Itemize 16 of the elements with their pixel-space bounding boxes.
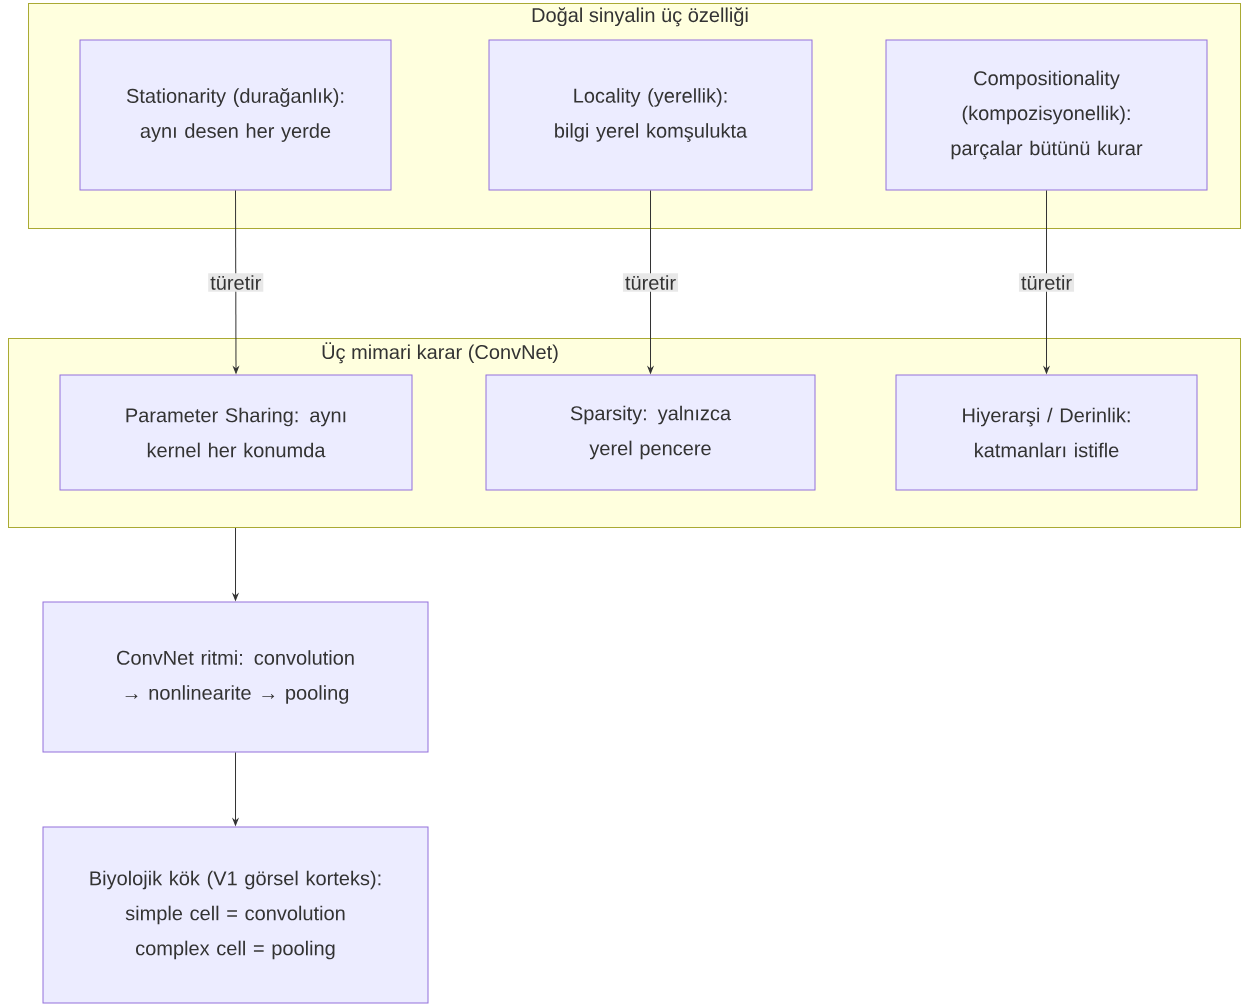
process-box: Parameter Sharing: aynı kernel her konumda [59, 374, 413, 491]
arrow [233, 190, 239, 374]
process-box: Stationarity (durağanlık): aynı desen her yerde [79, 39, 392, 191]
arrow [232, 527, 239, 601]
process-box: Compositionality (kompozisyonellik): parçalar bütünü kurar [885, 39, 1208, 191]
process-box: Sparsity: yalnızca yerel pencere [485, 374, 816, 491]
process-box: ConvNet ritmi: convolution → nonlinearite → pooling [42, 601, 429, 753]
edge-label: türetir [1018, 273, 1075, 292]
edge-label: türetir [208, 273, 264, 292]
arrow [647, 190, 654, 374]
process-box: Locality (yerellik): bilgi yerel komşulukta [488, 39, 813, 191]
arrow [232, 752, 239, 826]
process-box: Biyolojik kök (V1 görsel korteks): simple cell = convolution complex cell = pooling [42, 826, 429, 1004]
process-box: Hiyerarşi / Derinlik: katmanları istifle [895, 374, 1198, 491]
edge-label: türetir [622, 273, 679, 292]
arrow [1043, 190, 1050, 374]
